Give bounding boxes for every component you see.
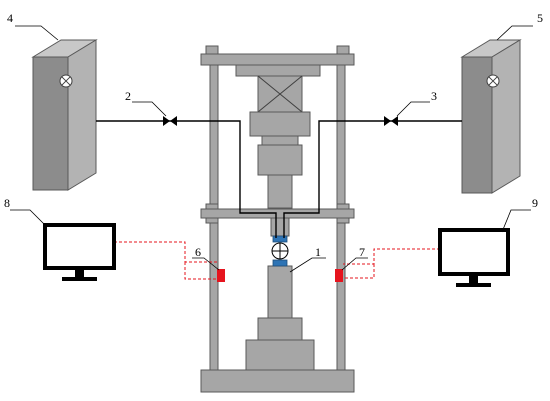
upper-piston-base [261, 135, 299, 146]
leader-8 [10, 209, 48, 228]
lower-specimen-holder [267, 265, 293, 319]
right-signal-line-upper [343, 248, 440, 265]
load-cell [257, 75, 303, 113]
leader-1 [289, 257, 326, 273]
mid-nut-left [205, 203, 219, 210]
leader-2 [132, 101, 167, 117]
mid-nut-right-bottom [336, 217, 350, 224]
specimen [271, 235, 289, 267]
upper-clamp [272, 235, 288, 243]
left-pipe [96, 120, 277, 238]
right-cabinet [460, 39, 522, 194]
left-signal-line-lower [184, 262, 217, 280]
callout-4: 4 [7, 11, 13, 25]
leader-3 [396, 101, 430, 117]
middle-crosshead [200, 208, 355, 219]
left-cabinet-indicator-icon [59, 74, 73, 88]
leader-7 [341, 257, 368, 271]
load-frame [200, 45, 355, 393]
callout-1: 1 [315, 245, 321, 259]
left-sensor [217, 269, 225, 282]
top-nut-left [205, 45, 219, 55]
callout-8: 8 [4, 196, 10, 210]
lower-block [257, 317, 303, 341]
top-nut-right [336, 45, 350, 55]
pipes [96, 120, 462, 238]
right-monitor-icon [438, 228, 510, 287]
leader-6 [192, 257, 220, 271]
top-crosshead [200, 53, 355, 66]
leader-5 [496, 25, 533, 41]
left-cabinet-side [67, 39, 97, 191]
mid-nut-right [336, 203, 350, 210]
upper-piston [257, 144, 303, 176]
right-cabinet-front [461, 56, 493, 194]
mid-nut-left-bottom [205, 217, 219, 224]
callout-9: 9 [532, 196, 538, 210]
left-valve-icon [163, 116, 177, 126]
upper-loading-head [270, 217, 290, 237]
upper-block-flange [235, 64, 321, 77]
upper-rod [267, 174, 293, 209]
leader-lines [10, 25, 533, 273]
left-cabinet [31, 39, 98, 191]
right-pipe [283, 120, 462, 238]
signal-lines [114, 241, 440, 280]
lower-clamp [272, 259, 288, 267]
callout-6: 6 [195, 245, 201, 259]
lower-base-block [245, 339, 315, 371]
callout-7: 7 [359, 245, 365, 259]
callout-3: 3 [431, 89, 437, 103]
right-valve-icon [384, 116, 398, 126]
callout-5: 5 [537, 11, 543, 25]
leader-4 [15, 25, 59, 41]
right-signal-line-lower [343, 264, 375, 279]
right-sensor [335, 269, 343, 282]
left-monitor-icon [43, 223, 116, 281]
right-cabinet-indicator-icon [486, 74, 500, 88]
right-cabinet-side [491, 39, 521, 194]
specimen-symbol-icon [271, 242, 289, 260]
upper-plate [249, 111, 311, 137]
leader-9 [501, 209, 531, 233]
callout-2: 2 [125, 89, 131, 103]
base-plate [200, 369, 355, 393]
left-signal-line-upper [114, 241, 217, 263]
